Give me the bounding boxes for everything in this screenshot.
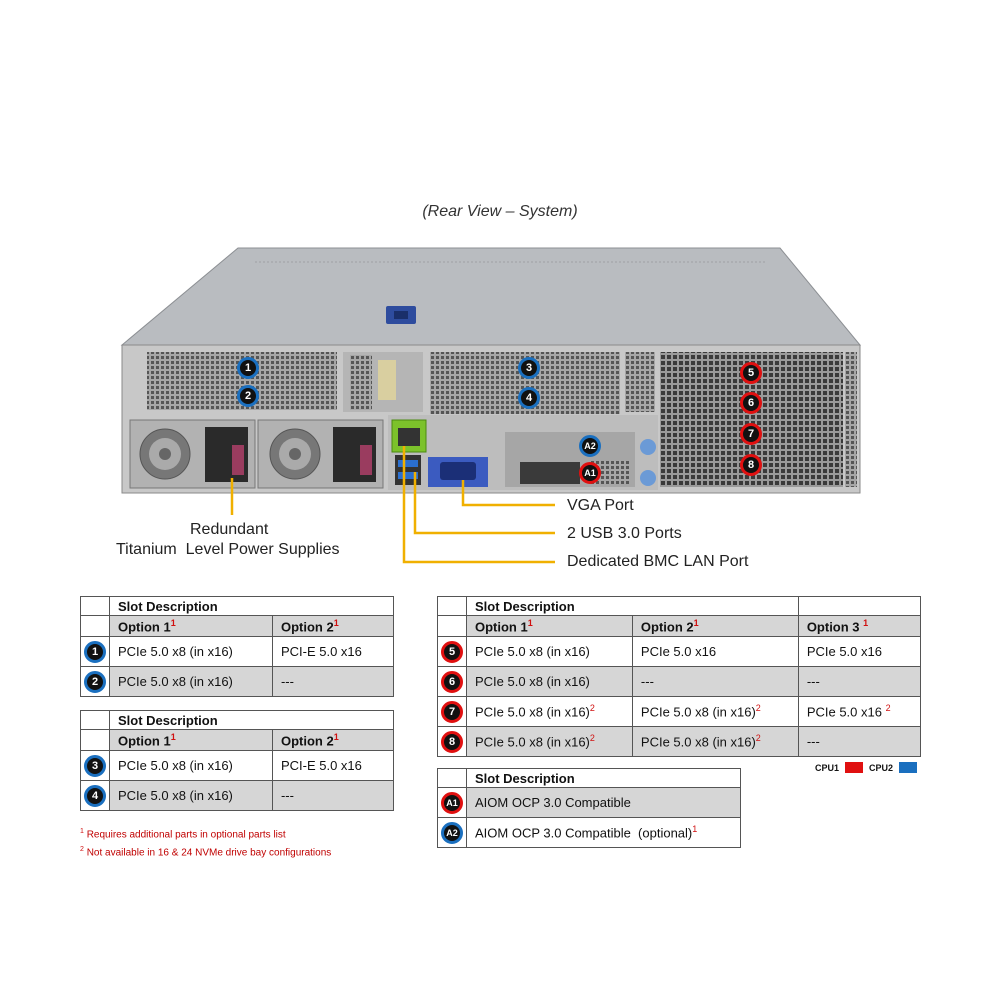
slot-table-1-2: Slot Description Option 11 Option 21 1 P… xyxy=(80,596,395,697)
table-row: A1 AIOM OCP 3.0 Compatible xyxy=(437,787,741,818)
bmc-callout-line xyxy=(402,446,555,564)
slot-table-aiom: Slot Description A1 AIOM OCP 3.0 Compati… xyxy=(437,768,741,848)
slot-1-badge: 1 xyxy=(237,357,259,379)
usb-label: 2 USB 3.0 Ports xyxy=(567,525,682,542)
slot-7-badge: 7 xyxy=(740,423,762,445)
slot-2-badge: 2 xyxy=(237,385,259,407)
cpu2-swatch xyxy=(899,762,918,773)
slot-6-icon: 6 xyxy=(441,670,463,693)
slot-5-badge: 5 xyxy=(740,362,762,384)
usb-callout-line xyxy=(413,472,555,535)
table-row: 6 PCIe 5.0 x8 (in x16) --- --- xyxy=(437,666,922,697)
table-row: 3 PCIe 5.0 x8 (in x16) PCI-E 5.0 x16 xyxy=(80,750,395,781)
slot-a1-icon: A1 xyxy=(441,791,463,814)
table-row: 8 PCIe 5.0 x8 (in x16)2 PCIe 5.0 x8 (in … xyxy=(437,726,922,757)
table-row: 1 PCIe 5.0 x8 (in x16) PCI-E 5.0 x16 xyxy=(80,636,395,667)
table-row: 4 PCIe 5.0 x8 (in x16) --- xyxy=(80,780,395,811)
slot-5-icon: 5 xyxy=(441,640,463,663)
slot-table-5-8: Slot Description Option 11 Option 21 Opt… xyxy=(437,596,922,757)
slot-2-icon: 2 xyxy=(84,670,106,693)
bmc-lan-port xyxy=(391,419,427,453)
power-supply-1 xyxy=(129,419,256,489)
table-row: 2 PCIe 5.0 x8 (in x16) --- xyxy=(80,666,395,697)
footnote-2: 2 Not available in 16 & 24 NVMe drive ba… xyxy=(80,846,332,859)
table-row: 7 PCIe 5.0 x8 (in x16)2 PCIe 5.0 x8 (in … xyxy=(437,696,922,727)
vga-label: VGA Port xyxy=(567,497,634,514)
slot-3-icon: 3 xyxy=(84,754,106,777)
slot-7-icon: 7 xyxy=(441,700,463,723)
slot-a1-badge: A1 xyxy=(579,462,601,484)
slot-a2-badge: A2 xyxy=(579,435,601,457)
cpu-legend: CPU1 CPU2 xyxy=(815,762,918,773)
slot-4-badge: 4 xyxy=(518,387,540,409)
bmc-label: Dedicated BMC LAN Port xyxy=(567,553,749,570)
slot-6-badge: 6 xyxy=(740,392,762,414)
table-row: A2 AIOM OCP 3.0 Compatible (optional)1 xyxy=(437,817,741,848)
server-rear-illustration xyxy=(120,247,862,564)
slot-8-icon: 8 xyxy=(441,730,463,753)
chassis-top xyxy=(120,247,862,346)
psu-label-line2: Titanium Level Power Supplies xyxy=(116,541,340,558)
slot-table-3-4: Slot Description Option 11 Option 21 3 P… xyxy=(80,710,395,811)
cpu1-swatch xyxy=(845,762,864,773)
view-caption: (Rear View – System) xyxy=(422,203,578,220)
slot-8-badge: 8 xyxy=(740,454,762,476)
slot-4-icon: 4 xyxy=(84,784,106,807)
slot-a2-icon: A2 xyxy=(441,821,463,844)
slot-3-badge: 3 xyxy=(518,357,540,379)
footnote-1: 1 Requires additional parts in optional … xyxy=(80,828,286,841)
vga-callout-line xyxy=(461,480,555,507)
psu-label-line1: Redundant xyxy=(190,521,269,538)
slot-1-icon: 1 xyxy=(84,640,106,663)
table-row: 5 PCIe 5.0 x8 (in x16) PCIe 5.0 x16 PCIe… xyxy=(437,636,922,667)
usb-ports xyxy=(395,455,421,485)
power-supply-2 xyxy=(257,419,384,489)
